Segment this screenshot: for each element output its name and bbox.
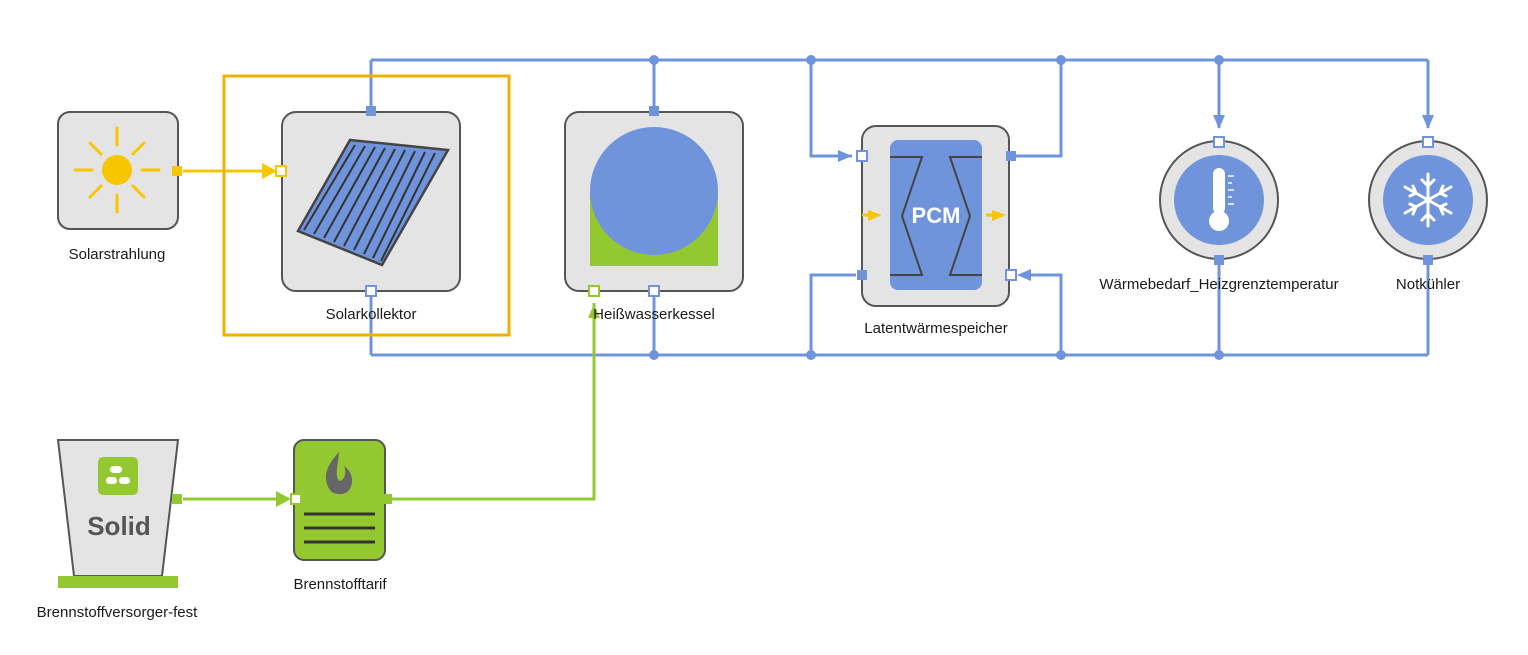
- storage-inlet-pipe[interactable]: [809, 60, 852, 158]
- flame-icon: [325, 452, 353, 495]
- component-heat-demand[interactable]: [1159, 136, 1279, 265]
- junction-dot: [1214, 55, 1224, 65]
- solar-panel-icon: [296, 138, 451, 267]
- junction-dot: [806, 350, 816, 360]
- solid-badge: Solid: [87, 511, 151, 541]
- storage-return-arrow: [1017, 269, 1031, 281]
- heat-demand-label: Wärmebedarf_Heizgrenztemperatur: [1099, 276, 1338, 293]
- component-storage[interactable]: PCM: [856, 125, 1017, 307]
- demand-input-port[interactable]: [1213, 136, 1225, 148]
- storage-outlet-port[interactable]: [1006, 151, 1016, 161]
- boiler-heat-output-port[interactable]: [649, 106, 659, 116]
- component-solar-radiation[interactable]: [57, 111, 182, 230]
- solar-arrow: [262, 163, 277, 179]
- collector-solar-input-port[interactable]: [275, 165, 287, 177]
- component-fuel-supplier[interactable]: Solid: [56, 439, 182, 588]
- cooler-inlet-arrow: [1422, 115, 1434, 129]
- storage-return-inlet-pipe[interactable]: [1025, 273, 1063, 355]
- boiler-fuel-input-port[interactable]: [588, 285, 600, 297]
- sun-icon: [73, 126, 161, 214]
- solar-link[interactable]: [183, 163, 277, 179]
- junction-dot: [649, 350, 659, 360]
- junction-dot: [1056, 350, 1066, 360]
- storage-return-outlet-port[interactable]: [857, 270, 867, 280]
- component-boiler[interactable]: [564, 106, 744, 297]
- junction-dot: [1214, 350, 1224, 360]
- fuel-links[interactable]: [183, 303, 596, 501]
- fuel-tariff-output-port[interactable]: [382, 494, 392, 504]
- storage-return-pipe[interactable]: [809, 273, 856, 355]
- boiler-heat-input-port[interactable]: [648, 285, 660, 297]
- fuel-boiler-arrow: [588, 304, 600, 318]
- boiler-icon: [590, 127, 718, 266]
- fuel-supplier-output-port[interactable]: [172, 494, 182, 504]
- demand-inlet-arrow: [1213, 115, 1225, 129]
- component-fuel-tariff[interactable]: [290, 439, 392, 561]
- fuel-tariff-input-port[interactable]: [290, 493, 302, 505]
- boiler-label: Heißwasserkessel: [593, 306, 715, 323]
- selection-frame: [222, 74, 511, 337]
- solar-radiation-label: Solarstrahlung: [69, 246, 166, 263]
- heat-pipe-network: [369, 58, 1430, 357]
- fuel-tariff-label: Brennstofftarif: [293, 576, 387, 593]
- junction-dot: [649, 55, 659, 65]
- storage-return-inlet-port[interactable]: [1005, 269, 1017, 281]
- storage-inlet-arrow: [838, 150, 852, 162]
- fuel-container-icon: [98, 457, 138, 495]
- tariff-lines: [304, 512, 375, 544]
- component-cooler[interactable]: [1368, 136, 1488, 265]
- solar-collector-label: Solarkollektor: [326, 306, 417, 323]
- pipe-junctions: [649, 55, 1224, 360]
- fuel-arrow: [276, 491, 291, 507]
- pcm-storage-icon: [862, 140, 1006, 290]
- pcm-badge: PCM: [912, 203, 961, 228]
- collector-heat-input-port[interactable]: [365, 285, 377, 297]
- storage-label: Latentwärmespeicher: [864, 320, 1007, 337]
- component-solar-collector[interactable]: [275, 106, 461, 297]
- storage-outlet-pipe[interactable]: [1011, 60, 1063, 158]
- junction-dot: [806, 55, 816, 65]
- solar-output-port[interactable]: [172, 166, 182, 176]
- junction-dot: [1056, 55, 1066, 65]
- cooler-input-port[interactable]: [1422, 136, 1434, 148]
- cooler-label: Notkühler: [1396, 276, 1460, 293]
- storage-inlet-port[interactable]: [856, 150, 868, 162]
- heat-flow-arrows: [838, 115, 1434, 281]
- snowflake-icon: [1403, 172, 1453, 228]
- fuel-supplier-label: Brennstoffversorger-fest: [37, 604, 198, 621]
- cooler-output-port[interactable]: [1423, 255, 1433, 265]
- thermometer-icon: [1209, 168, 1234, 231]
- fuel-boiler-link[interactable]: [388, 303, 596, 501]
- demand-output-port[interactable]: [1214, 255, 1224, 265]
- collector-heat-output-port[interactable]: [366, 106, 376, 116]
